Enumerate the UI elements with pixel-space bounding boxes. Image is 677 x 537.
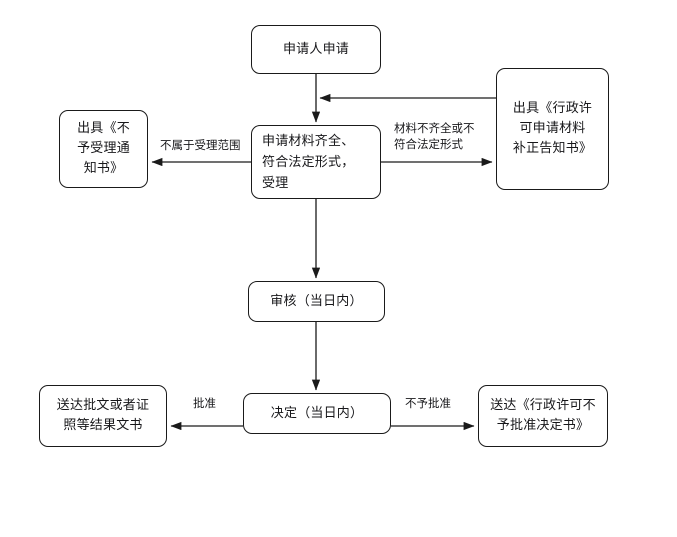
edge-label-not-approved: 不予批准 — [405, 395, 451, 411]
edge-label-line: 批准 — [193, 396, 216, 410]
edge-label-line: 材料不齐全或不 — [394, 121, 475, 135]
node-text-line: 可申请材料 — [519, 121, 586, 136]
edge-label-line: 不予批准 — [405, 396, 451, 410]
node-text-line: 送达批文或者证 — [56, 398, 150, 413]
node-text-line: 受理 — [262, 175, 289, 191]
node-text-line: 符合法定形式， — [262, 154, 355, 170]
decision-same-day: 决定（当日内） — [243, 393, 391, 434]
applicant-application: 申请人申请 — [251, 25, 381, 74]
edge-label-line: 符合法定形式 — [394, 137, 463, 151]
node-text-line: 审核（当日内） — [270, 293, 363, 309]
deliver-denial-decision: 送达《行政许可不予批准决定书》 — [478, 385, 608, 447]
node-text-line: 出具《不 — [77, 121, 130, 136]
node-text-line: 照等结果文书 — [63, 418, 143, 433]
materials-complete-accept: 申请材料齐全、符合法定形式， 受理 — [251, 125, 381, 199]
edge-label-approved: 批准 — [193, 395, 216, 411]
deliver-approval-documents: 送达批文或者证照等结果文书 — [39, 385, 167, 447]
node-text-line: 补正告知书》 — [512, 141, 593, 156]
review-same-day: 审核（当日内） — [248, 281, 385, 322]
node-text-line: 出具《行政许 — [512, 101, 593, 116]
node-text-line: 申请材料齐全、 — [262, 133, 355, 149]
issue-supplement-notice: 出具《行政许可申请材料补正告知书》 — [496, 68, 609, 190]
node-text-line: 送达《行政许可不 — [490, 398, 596, 413]
node-text-line: 知书》 — [83, 161, 124, 176]
issue-non-acceptance-notice: 出具《不予受理通知书》 — [59, 110, 148, 188]
node-text-line: 决定（当日内） — [270, 405, 364, 421]
node-text-line: 予受理通 — [77, 141, 130, 156]
node-text-line: 申请人申请 — [282, 41, 349, 57]
edge-label-not-in-scope: 不属于受理范围 — [160, 137, 241, 153]
edge-label-line: 不属于受理范围 — [160, 138, 241, 152]
node-text-line: 予批准决定书》 — [496, 418, 590, 433]
edge-label-materials-incomplete: 材料不齐全或不符合法定形式 — [394, 120, 475, 152]
